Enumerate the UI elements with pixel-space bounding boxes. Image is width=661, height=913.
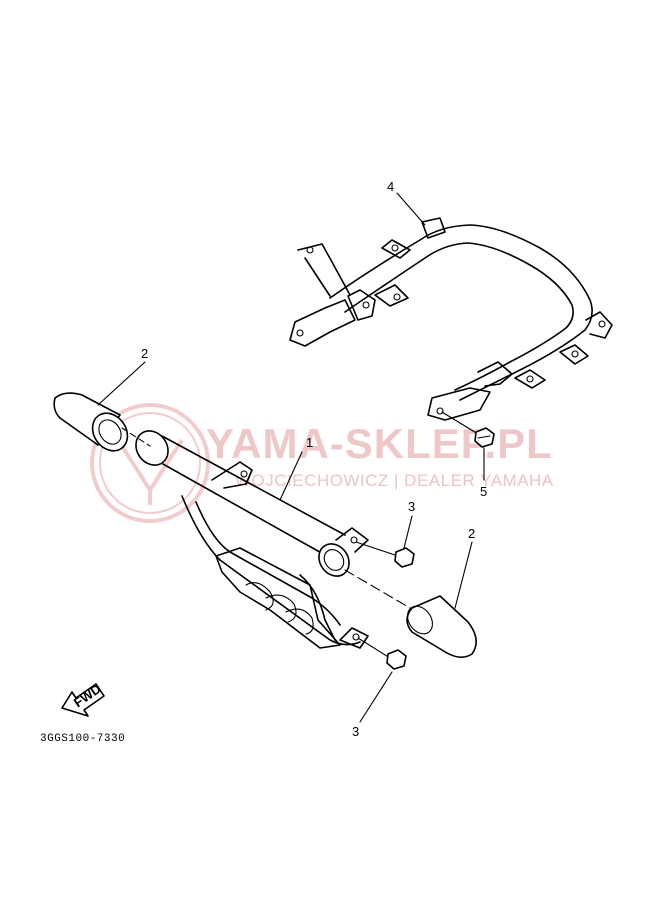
watermark-subtitle: WOJCIECHOWICZ | DEALER YAMAHA: [235, 471, 554, 490]
callout-2-right: 2: [468, 526, 475, 541]
callout-4: 4: [387, 179, 394, 194]
end-cap-left: [53, 392, 151, 452]
guard-bar: [135, 430, 369, 649]
callouts: 1 2 2 3 3 4 5: [97, 179, 487, 739]
bolt-lower: [357, 637, 407, 670]
callout-3-lower: 3: [352, 724, 359, 739]
callout-1: 1: [306, 435, 313, 450]
watermark-logo-icon: [90, 403, 210, 523]
carrier-bolt: [441, 411, 495, 448]
bolt-upper: [355, 541, 415, 568]
watermark-title: YAMA-SKLEP.PL: [206, 420, 553, 467]
fwd-arrow-icon: FWD: [61, 681, 105, 717]
watermark: YAMA-SKLEP.PL WOJCIECHOWICZ | DEALER YAM…: [90, 403, 554, 523]
rear-carrier-frame: [289, 217, 613, 421]
end-cap-right: [344, 569, 477, 658]
callout-5: 5: [480, 484, 487, 499]
diagram-code: 3GGS100-7330: [40, 733, 125, 745]
callout-2-left: 2: [141, 346, 148, 361]
callout-3-upper: 3: [408, 499, 415, 514]
